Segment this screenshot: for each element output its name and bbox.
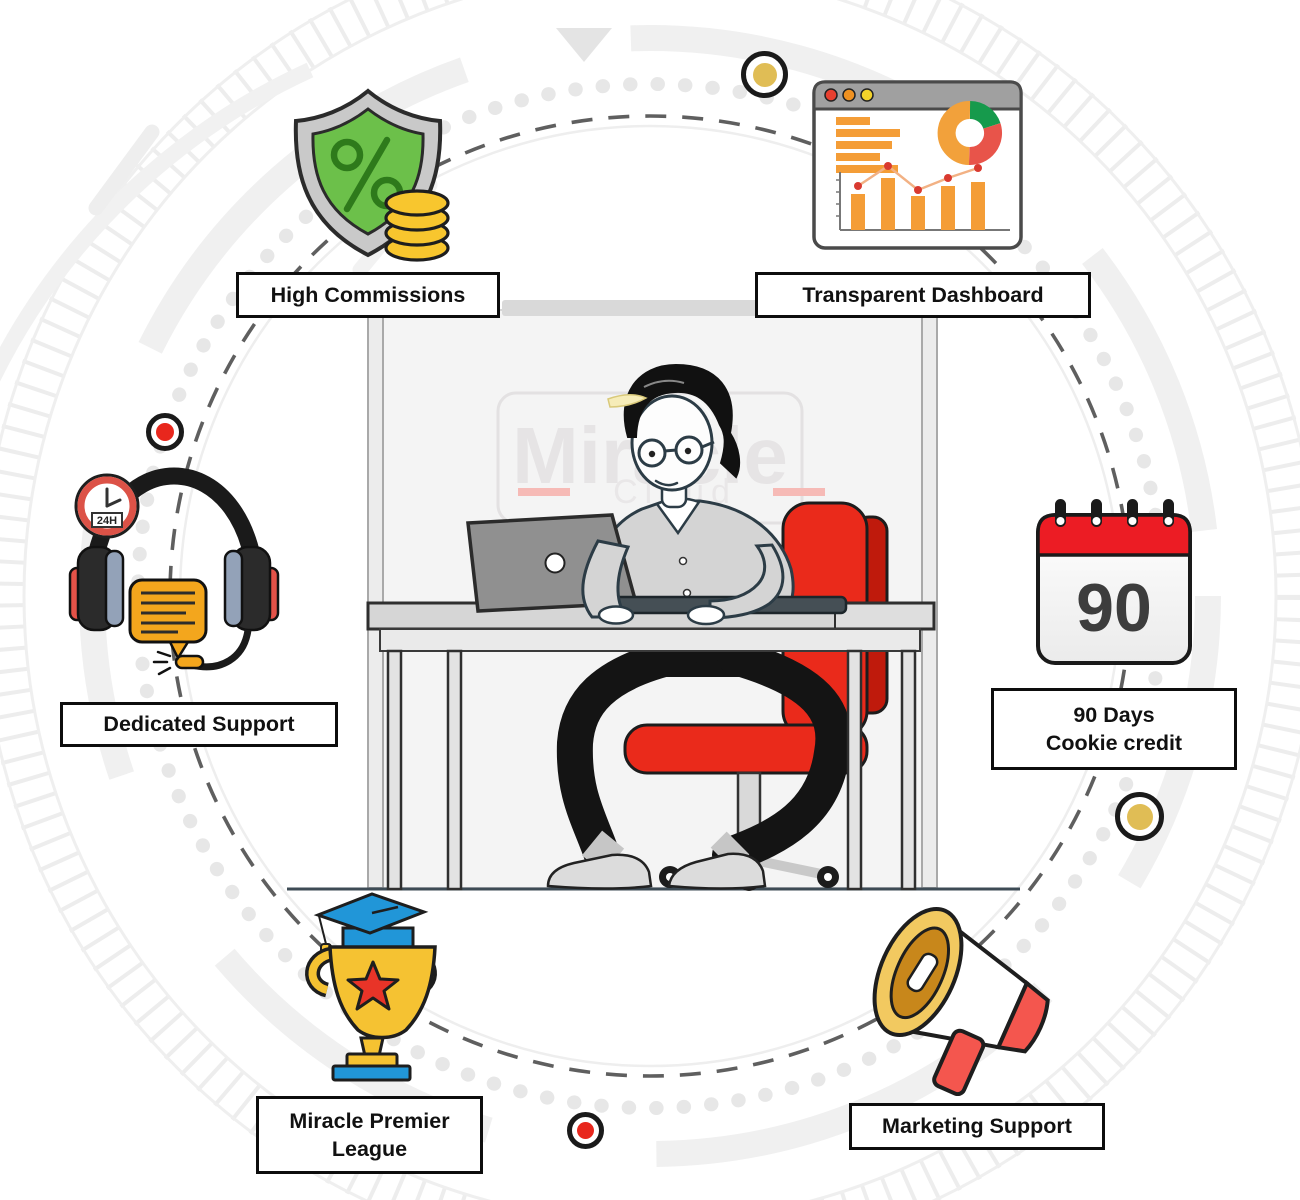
label-text: High Commissions bbox=[270, 282, 466, 307]
desk-leg bbox=[846, 649, 863, 891]
window-dot-orange bbox=[842, 88, 856, 102]
trophy-graduation-icon bbox=[305, 892, 437, 1082]
person-arms bbox=[581, 539, 785, 626]
megaphone-handle bbox=[932, 1028, 986, 1096]
label-text-line2: League bbox=[331, 1137, 408, 1161]
marketing-support-feature bbox=[866, 898, 1074, 1096]
label-cookie-credit: 90 Days Cookie credit bbox=[991, 688, 1237, 770]
headset-chat-icon: 24H bbox=[68, 467, 280, 676]
megaphone-icon bbox=[872, 906, 1050, 1096]
person-leg bbox=[556, 637, 698, 873]
hand bbox=[597, 605, 635, 625]
chat-bubble bbox=[128, 578, 208, 661]
donut-chart bbox=[937, 100, 1003, 165]
dedicated-support-feature: 24H bbox=[66, 462, 282, 694]
coin-stack bbox=[384, 189, 450, 262]
window-dot-yellow bbox=[860, 88, 874, 102]
person-leg bbox=[712, 639, 852, 873]
yellow-dot-badge bbox=[1115, 792, 1164, 841]
transparent-dashboard-feature bbox=[810, 68, 1026, 254]
window-dot-red bbox=[824, 88, 838, 102]
dot-core bbox=[156, 423, 174, 441]
shoe bbox=[667, 852, 767, 890]
whiteboard-right-post bbox=[921, 309, 938, 889]
center-illustration: Miracle Cloud bbox=[287, 300, 1020, 891]
label-text-line1: Miracle Premier bbox=[289, 1108, 450, 1133]
mini-bar-chart bbox=[836, 162, 1010, 231]
red-dot-badge bbox=[567, 1112, 604, 1149]
triangle-marker bbox=[556, 28, 612, 62]
label-marketing-support: Marketing Support bbox=[849, 1103, 1105, 1150]
label-premier-league: Miracle Premier League bbox=[256, 1096, 483, 1174]
label-text: Transparent Dashboard bbox=[802, 282, 1044, 307]
swoosh-arc bbox=[0, 62, 314, 382]
yellow-dot-badge bbox=[741, 51, 788, 98]
analytics-dashboard-icon bbox=[812, 80, 1023, 250]
dot-core bbox=[577, 1122, 594, 1139]
whiteboard-top-rail bbox=[502, 300, 758, 316]
hair-highlight bbox=[607, 394, 648, 408]
hand bbox=[686, 604, 726, 626]
label-dedicated-support: Dedicated Support bbox=[60, 702, 338, 747]
label-transparent-dashboard: Transparent Dashboard bbox=[755, 272, 1091, 318]
label-high-commissions: High Commissions bbox=[236, 272, 500, 318]
smile bbox=[654, 479, 679, 487]
premier-league-feature bbox=[295, 890, 447, 1082]
mic-sparks bbox=[152, 650, 172, 676]
label-text-line1: 90 Days bbox=[1073, 702, 1155, 727]
desk-leg bbox=[386, 649, 403, 891]
shoe bbox=[546, 853, 653, 890]
swoosh-bar bbox=[88, 124, 160, 216]
calendar-rings bbox=[1055, 499, 1174, 527]
trophy-base bbox=[331, 1064, 412, 1082]
label-text: Marketing Support bbox=[882, 1114, 1072, 1139]
desk-leg bbox=[900, 649, 917, 891]
mic-tip bbox=[174, 654, 205, 670]
label-text: Dedicated Support bbox=[103, 712, 295, 737]
laptop-logo bbox=[544, 552, 566, 574]
whiteboard-left-post bbox=[367, 309, 384, 889]
desk-leg bbox=[446, 649, 463, 891]
calendar-number: 90 bbox=[1076, 570, 1152, 646]
red-dot-badge bbox=[146, 413, 184, 451]
calendar-header bbox=[1036, 513, 1192, 557]
high-commissions-feature bbox=[283, 83, 458, 269]
dot-core bbox=[1126, 803, 1153, 830]
person-hair bbox=[623, 363, 741, 479]
dot-core bbox=[752, 62, 777, 87]
text-bars bbox=[836, 117, 900, 173]
megaphone-back bbox=[995, 980, 1050, 1054]
clock-badge-text: 24H bbox=[97, 515, 117, 527]
label-text-line2: Cookie credit bbox=[1045, 731, 1183, 755]
cookie-credit-feature: 90 bbox=[1032, 497, 1198, 669]
shield-percent-coins-icon bbox=[293, 88, 450, 262]
clock-24h: 24H bbox=[74, 473, 140, 539]
trophy-star bbox=[346, 960, 400, 1011]
calendar-icon: 90 bbox=[1036, 499, 1192, 665]
inner-thin-ring bbox=[22, 0, 1278, 1200]
